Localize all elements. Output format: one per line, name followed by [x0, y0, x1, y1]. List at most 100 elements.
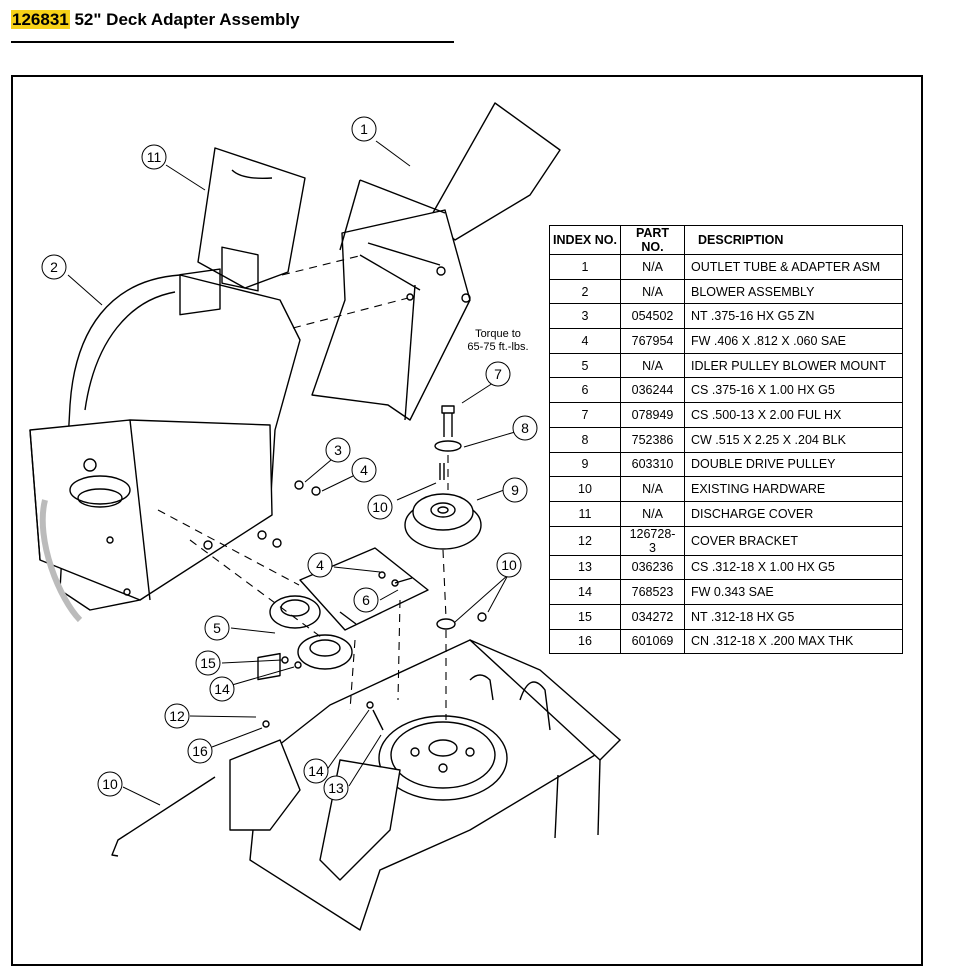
cell-index: 15 — [549, 603, 621, 630]
cell-index: 9 — [549, 451, 621, 478]
header-index-no: INDEX NO. — [549, 225, 621, 255]
cell-index: 8 — [549, 426, 621, 453]
callout-14a — [209, 676, 235, 702]
outlet-tube-part — [311, 102, 561, 421]
page-title: 126831 52" Deck Adapter Assembly — [11, 10, 300, 30]
cell-desc: DOUBLE DRIVE PULLEY — [684, 451, 903, 478]
callout-3 — [325, 437, 351, 463]
cell-part: 036236 — [620, 554, 685, 581]
cell-desc: FW .406 X .812 X .060 SAE — [684, 328, 903, 354]
cell-desc: NT .312-18 HX G5 — [684, 603, 903, 630]
cell-part: N/A — [620, 254, 685, 280]
callout-label: 4 — [316, 557, 324, 573]
callout-label: 13 — [328, 780, 344, 796]
washer-4 — [311, 486, 321, 496]
cell-part: 054502 — [620, 303, 685, 330]
callout-label: 12 — [169, 708, 185, 724]
cell-part: N/A — [620, 500, 685, 527]
cell-desc: NT .375-16 HX G5 ZN — [684, 303, 903, 330]
cell-part: N/A — [620, 476, 685, 502]
callout-label: 4 — [360, 462, 368, 478]
callout-2 — [41, 254, 67, 280]
cell-desc: CS .375-16 X 1.00 HX G5 — [684, 377, 903, 404]
assembly-title: 52" Deck Adapter Assembly — [74, 10, 300, 29]
torque-note-line1: Torque to — [475, 328, 521, 340]
diagram-frame — [11, 75, 923, 966]
parts-table-header-row: INDEX NO. PART NO. DESCRIPTION — [549, 225, 903, 255]
callout-label: 6 — [362, 592, 370, 608]
callout-label: 16 — [192, 743, 208, 759]
title-underline — [11, 41, 454, 43]
cell-part: 767954 — [620, 328, 685, 354]
cell-part: 078949 — [620, 402, 685, 428]
cell-index: 12 — [549, 525, 621, 556]
cell-index: 3 — [549, 303, 621, 330]
callout-4a — [351, 457, 377, 483]
callout-14b — [303, 758, 329, 784]
blower-assembly-part — [29, 268, 301, 623]
cell-index: 14 — [549, 579, 621, 605]
cell-desc: FW 0.343 SAE — [684, 579, 903, 605]
cell-index: 6 — [549, 377, 621, 404]
callout-4b — [307, 552, 333, 578]
cell-index: 11 — [549, 500, 621, 527]
callout-label: 10 — [501, 557, 517, 573]
cell-part: 036244 — [620, 377, 685, 404]
callout-label: 3 — [334, 442, 342, 458]
callout-13 — [323, 775, 349, 801]
cell-desc: BLOWER ASSEMBLY — [684, 278, 903, 305]
callout-label: 11 — [147, 149, 162, 165]
nut-3 — [294, 480, 304, 490]
idler-pulley-part — [269, 595, 353, 670]
cell-part: 601069 — [620, 628, 685, 655]
double-drive-pulley-part — [404, 493, 482, 550]
cell-index: 1 — [549, 254, 621, 280]
callout-7 — [485, 361, 511, 387]
callout-11 — [141, 144, 167, 170]
callout-1 — [351, 116, 377, 142]
callout-6 — [353, 587, 379, 613]
callout-9 — [502, 477, 528, 503]
cell-desc: OUTLET TUBE & ADAPTER ASM — [684, 254, 903, 280]
cell-index: 4 — [549, 328, 621, 354]
cell-desc: CS .500-13 X 2.00 FUL HX — [684, 402, 903, 428]
cover-bracket-part — [257, 652, 281, 681]
callout-label: 14 — [308, 763, 324, 779]
cell-part: 768523 — [620, 579, 685, 605]
header-part-no: PART NO. — [620, 225, 685, 255]
callout-15 — [195, 650, 221, 676]
washer-10 — [436, 618, 456, 630]
discharge-cover-part — [197, 147, 306, 292]
callout-10b — [496, 552, 522, 578]
cell-index: 7 — [549, 402, 621, 428]
cell-part: 752386 — [620, 426, 685, 453]
deck-plate-part — [229, 639, 621, 931]
cell-part: N/A — [620, 278, 685, 305]
cell-desc: EXISTING HARDWARE — [684, 476, 903, 502]
callout-10a — [367, 494, 393, 520]
cell-desc: COVER BRACKET — [684, 525, 903, 556]
cell-part: N/A — [620, 352, 685, 379]
torque-note-line2: 65-75 ft.-lbs. — [467, 341, 529, 353]
cell-index: 2 — [549, 278, 621, 305]
callout-label: 8 — [521, 420, 529, 436]
callout-label: 1 — [360, 121, 368, 137]
callout-8 — [512, 415, 538, 441]
bolt-7 — [441, 405, 455, 437]
torque-note: Torque to 65-75 ft.-lbs. — [458, 328, 538, 354]
cell-desc: CN .312-18 X .200 MAX THK — [684, 628, 903, 655]
callout-label: 10 — [102, 776, 118, 792]
callout-10c — [97, 771, 123, 797]
callout-label: 9 — [511, 482, 519, 498]
callout-12 — [164, 703, 190, 729]
